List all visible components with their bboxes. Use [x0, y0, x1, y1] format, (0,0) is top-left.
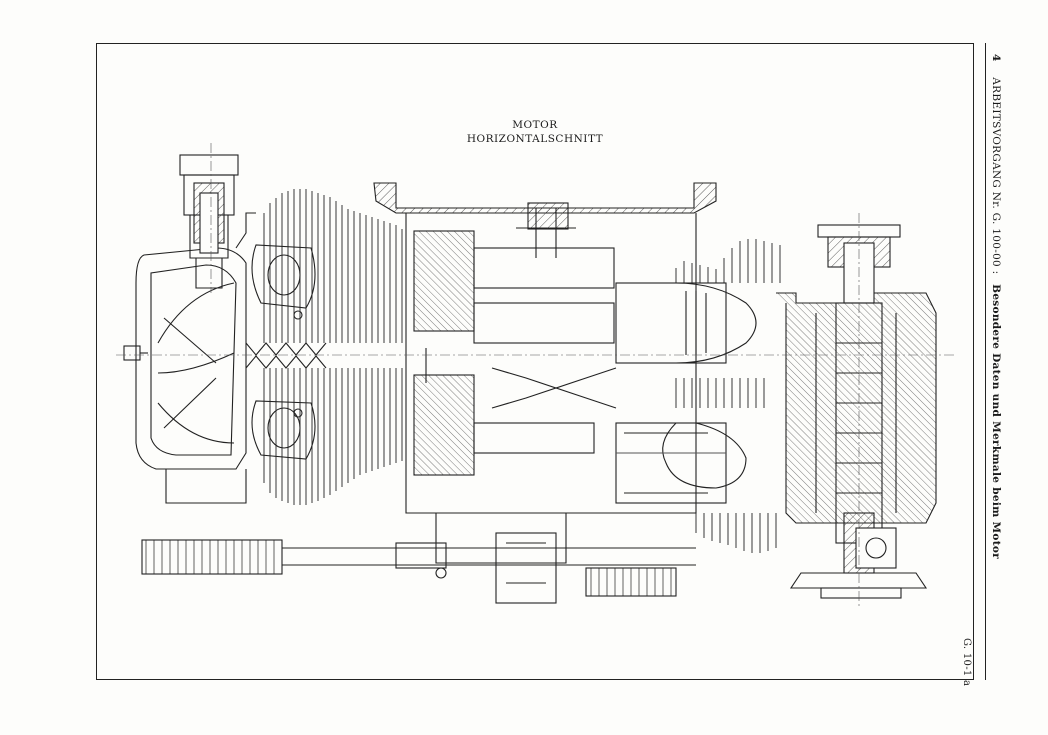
- belt-pulley-left: [141, 539, 283, 575]
- cylinder-fins-left: [263, 189, 403, 505]
- figure-title-line1: MOTOR: [512, 119, 558, 131]
- exhaust-manifold: [251, 244, 316, 460]
- drawing-frame: [96, 43, 974, 680]
- figure-title-line2: HORIZONTALSCHNITT: [466, 133, 604, 145]
- page-number: 4: [990, 54, 1002, 62]
- document-title: Besondere Daten und Merkmale beim Motor: [990, 284, 1002, 559]
- oil-filler-assembly: [179, 154, 239, 289]
- fan-housing: [123, 212, 256, 504]
- gear-bottom: [395, 542, 677, 597]
- page-reference: G. 10-1 a: [961, 638, 972, 687]
- cylinder-head-right: [776, 292, 937, 524]
- engine-section-drawing: [116, 143, 956, 608]
- cylinder-fins-right: [675, 239, 781, 553]
- crankcase: [373, 182, 717, 604]
- figure-title: MOTOR HORIZONTALSCHNITT: [420, 118, 650, 146]
- drive-belt: [282, 547, 696, 566]
- page-header-vertical: 4 ARBEITSVORGANG Nr. G. 100-00 : Besonde…: [990, 54, 1002, 559]
- cylinders-right: [615, 282, 757, 504]
- margin-rule: [985, 43, 986, 680]
- work-step-label: ARBEITSVORGANG Nr. G. 100-00 :: [990, 77, 1002, 275]
